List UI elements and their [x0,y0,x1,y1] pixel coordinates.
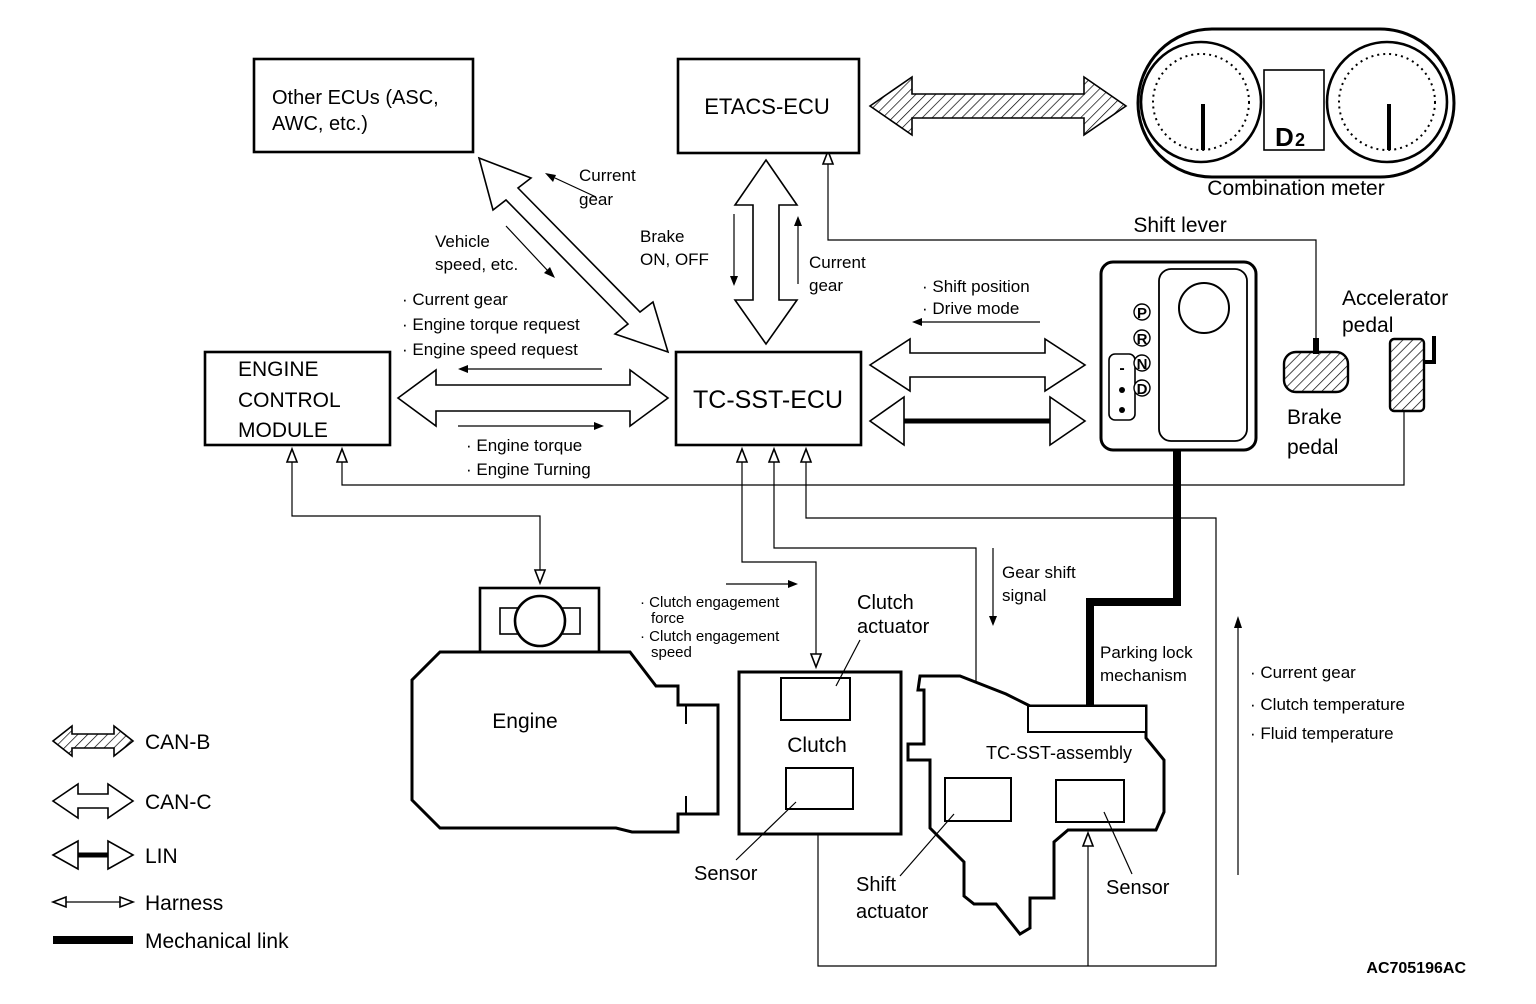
clutch-sensor [785,767,854,810]
svg-text:-: - [1119,360,1124,377]
clutch: Clutch Clutch actuator Sensor [694,592,930,885]
shift-actuator [944,777,1012,822]
meter-gear-indicator: D [1275,122,1294,152]
can-c-ecu-shiftlever [868,337,1087,393]
svg-text:· Clutch engagement: · Clutch engagement [640,594,780,611]
can-c-ecu-etacs [733,158,799,346]
signal-arrows [458,173,1242,875]
legend-harness-swatch [50,895,136,909]
svg-text:Vehicle: Vehicle [435,232,490,251]
can-b-etacs-meter [868,75,1128,137]
svg-text:· Current gear: · Current gear [1250,663,1356,682]
engine-control-module-box: ENGINE CONTROL MODULE [203,350,392,447]
tc-sst-assembly: TC-SST-assembly Shift actuator Sensor Pa… [856,643,1193,936]
svg-text:mechanism: mechanism [1100,666,1187,685]
svg-text:ENGINE: ENGINE [238,358,319,381]
svg-text:speed, etc.: speed, etc. [435,255,518,274]
svg-text:AWC, etc.): AWC, etc.) [272,113,368,135]
svg-text:Sensor: Sensor [694,863,758,885]
svg-text:· Current gear: · Current gear [402,290,508,309]
svg-text:Other ECUs (ASC,: Other ECUs (ASC, [272,87,439,109]
svg-text:Parking lock: Parking lock [1100,643,1193,662]
svg-text:Harness: Harness [145,892,223,915]
svg-text:CONTROL: CONTROL [238,389,341,412]
etacs-ecu-box: ETACS-ECU [676,57,861,155]
svg-text:· Engine Turning: · Engine Turning [466,460,591,479]
engine: Engine [410,586,720,834]
svg-text:gear: gear [809,276,843,295]
parking-lock-mechanism [1027,705,1147,733]
figure-id: AC705196AC [1366,960,1466,977]
svg-text:speed: speed [651,644,692,661]
svg-text:2: 2 [1295,130,1305,150]
svg-text:N: N [1137,356,1148,373]
svg-text:Shift: Shift [856,874,896,896]
svg-text:actuator: actuator [857,616,930,638]
signal-labels: Current gear Vehicle speed, etc. Brake O… [402,166,1405,743]
svg-text:ON, OFF: ON, OFF [640,250,709,269]
svg-text:· Engine torque: · Engine torque [466,436,582,455]
shift-lever: P R N D - Shift lever [1099,214,1258,452]
mechanical-link [1086,450,1181,706]
svg-text:· Drive mode: · Drive mode [922,299,1019,318]
legend-lin-swatch [51,839,135,871]
svg-text:Shift lever: Shift lever [1133,214,1226,237]
tc-sst-ecu-box: TC-SST-ECU [674,350,863,447]
svg-text:· Clutch engagement: · Clutch engagement [640,628,780,645]
svg-text:signal: signal [1002,586,1046,605]
svg-text:· Fluid temperature: · Fluid temperature [1250,724,1394,743]
other-ecus-box: Other ECUs (ASC, AWC, etc.) [252,57,475,154]
assembly-sensor [1055,779,1125,823]
clutch-actuator [780,677,851,721]
can-c-ecm-ecu [396,368,670,428]
harness-lines [285,148,1405,967]
svg-text:Brake: Brake [1287,406,1342,429]
svg-text:Brake: Brake [640,227,684,246]
lin-ecu-shiftlever [868,395,1087,447]
svg-text:Accelerator: Accelerator [1342,287,1448,310]
svg-text:Engine: Engine [492,710,557,733]
svg-text:ETACS-ECU: ETACS-ECU [704,94,830,119]
accelerator-pedal: Accelerator pedal [1342,287,1448,413]
svg-text:· Engine speed request: · Engine speed request [402,340,578,359]
svg-text:Combination meter: Combination meter [1207,177,1384,200]
can-c-links [396,156,1087,428]
svg-text:gear: gear [579,190,613,209]
svg-text:R: R [1137,331,1148,348]
svg-text:Current: Current [809,253,866,272]
svg-text:Clutch: Clutch [857,592,914,614]
svg-text:TC-SST-ECU: TC-SST-ECU [693,386,843,414]
svg-text:Gear shift: Gear shift [1002,563,1076,582]
svg-text:· Clutch temperature: · Clutch temperature [1250,695,1405,714]
svg-text:pedal: pedal [1287,436,1338,459]
svg-text:pedal: pedal [1342,314,1393,337]
svg-text:force: force [651,610,684,627]
svg-text:Mechanical link: Mechanical link [145,930,289,953]
svg-text:actuator: actuator [856,901,929,923]
svg-text:Clutch: Clutch [787,734,847,757]
svg-text:TC-SST-assembly: TC-SST-assembly [986,743,1132,763]
svg-text:CAN-B: CAN-B [145,731,210,754]
svg-text:CAN-C: CAN-C [145,791,212,814]
brake-pedal: Brake pedal [1282,338,1350,459]
svg-text:Current: Current [579,166,636,185]
svg-text:D: D [1137,381,1148,398]
svg-text:P: P [1137,305,1147,322]
svg-text:· Shift position: · Shift position [922,277,1030,296]
svg-text:· Engine torque request: · Engine torque request [402,315,580,334]
legend-can-b-swatch [51,724,135,758]
legend: CAN-B CAN-C LIN Harness Mechanical link [50,724,289,953]
svg-text:Sensor: Sensor [1106,877,1170,899]
legend-can-c-swatch [51,782,135,820]
svg-text:MODULE: MODULE [238,419,328,442]
can-c-ecu-otherecus [477,156,670,354]
svg-text:LIN: LIN [145,845,178,868]
combination-meter: D 2 Combination meter [1136,27,1456,200]
